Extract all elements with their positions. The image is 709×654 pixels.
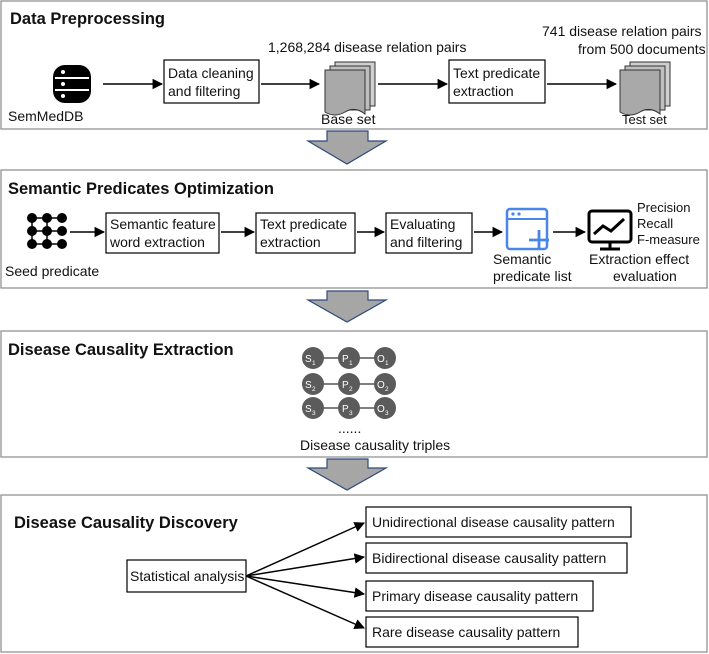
data-preprocessing-section: Data Preprocessing SemMedDB Data cleanin…	[0, 0, 708, 130]
section-title: Disease Causality Extraction	[8, 341, 234, 359]
evaluating-line2: and filtering	[390, 234, 462, 250]
object-label: O	[377, 404, 385, 415]
predicate-node	[338, 397, 360, 419]
evaluating-box	[385, 212, 473, 254]
predicate-index: 2	[349, 386, 353, 393]
predicate-list-line2: predicate list	[493, 268, 572, 284]
statistical-analysis-label: Statistical analysis	[130, 568, 244, 584]
flow-down-arrow	[305, 458, 389, 491]
statistical-analysis-box	[126, 559, 247, 593]
predicate-label: P	[342, 354, 349, 365]
text-predicate-line2: extraction	[260, 234, 321, 250]
object-node	[374, 397, 396, 419]
extraction-eval-line1: Extraction effect	[589, 251, 689, 267]
metric-f-measure: F-measure	[637, 232, 700, 247]
object-node	[374, 373, 396, 395]
text-predicate-box	[448, 59, 546, 104]
subject-index: 2	[312, 386, 316, 393]
causality-extraction-section: Disease Causality Extraction S 1 P 1 O 1…	[0, 330, 708, 458]
flow-down-arrow	[305, 130, 389, 165]
predicate-index: 1	[349, 360, 353, 367]
object-index: 3	[385, 410, 389, 417]
arrow	[245, 575, 366, 598]
causality-discovery-section: Disease Causality Discovery Statistical …	[0, 494, 708, 653]
test-set-label: Test set	[622, 112, 667, 127]
seed-network-icon	[27, 213, 67, 249]
base-set-label: Base set	[321, 111, 376, 127]
arrow	[245, 553, 366, 577]
pattern-box	[365, 542, 628, 574]
extraction-eval-line2: evaluation	[613, 268, 677, 284]
triple-row: S 1 P 1 O 1	[302, 347, 396, 369]
object-label: O	[377, 380, 385, 391]
semantic-optimization-section: Semantic Predicates Optimization Seed pr…	[0, 169, 708, 289]
metric-precision: Precision	[637, 200, 690, 215]
section-title: Data Preprocessing	[10, 10, 165, 28]
subject-index: 3	[312, 410, 316, 417]
data-cleaning-box	[163, 59, 260, 104]
text-predicate-line1: Text predicate	[260, 216, 347, 232]
relation-pairs-count: 1,268,284 disease relation pairs	[268, 39, 466, 55]
arrow	[245, 575, 365, 629]
test-pairs-line2: from 500 documents	[578, 41, 706, 57]
ellipsis: ......	[338, 420, 361, 436]
triple-row: S 3 P 3 O 3	[302, 397, 396, 419]
database-icon	[53, 65, 91, 103]
subject-index: 1	[312, 360, 316, 367]
semantic-feature-line1: Semantic feature	[110, 216, 216, 232]
predicate-node	[338, 347, 360, 369]
object-label: O	[377, 354, 385, 365]
pattern-box	[365, 506, 632, 538]
data-cleaning-line2: and filtering	[168, 83, 240, 99]
flow-down-arrow	[305, 290, 389, 323]
subject-node	[302, 373, 324, 395]
pattern-rare: Rare disease causality pattern	[372, 624, 560, 640]
arrow	[245, 522, 365, 577]
predicate-index: 3	[349, 410, 353, 417]
predicate-list-icon	[505, 207, 549, 251]
document-stack-icon	[324, 61, 376, 116]
pattern-box	[365, 616, 579, 648]
subject-node	[302, 347, 324, 369]
triples-label: Disease causality triples	[300, 437, 450, 453]
test-pairs-line1: 741 disease relation pairs	[542, 23, 702, 39]
evaluating-line1: Evaluating	[390, 216, 455, 232]
seed-predicate-label: Seed predicate	[5, 263, 99, 279]
object-index: 2	[385, 386, 389, 393]
subject-label: S	[305, 380, 312, 391]
object-index: 1	[385, 360, 389, 367]
text-predicate-box	[255, 212, 356, 254]
subject-label: S	[305, 354, 312, 365]
predicate-node	[338, 373, 360, 395]
object-node	[374, 347, 396, 369]
pattern-bidirectional: Bidirectional disease causality pattern	[372, 550, 606, 566]
section-title: Semantic Predicates Optimization	[8, 180, 274, 198]
predicate-label: P	[342, 404, 349, 415]
text-predicate-line2: extraction	[453, 83, 514, 99]
text-predicate-line1: Text predicate	[453, 65, 540, 81]
pattern-box	[365, 580, 594, 612]
predicate-label: P	[342, 380, 349, 391]
document-stack-icon	[619, 61, 671, 116]
triple-row: S 2 P 2 O 2	[302, 373, 396, 395]
section-title: Disease Causality Discovery	[14, 514, 239, 532]
data-cleaning-line1: Data cleaning	[168, 65, 254, 81]
predicate-list-line1: Semantic	[493, 251, 551, 267]
metric-recall: Recall	[637, 216, 673, 231]
subject-node	[302, 397, 324, 419]
subject-label: S	[305, 404, 312, 415]
monitor-chart-icon	[587, 209, 633, 251]
semantic-feature-box	[105, 212, 220, 254]
semantic-feature-line2: word extraction	[109, 234, 205, 250]
semmeddb-label: SemMedDB	[8, 108, 83, 124]
pattern-primary: Primary disease causality pattern	[372, 588, 578, 604]
pattern-unidirectional: Unidirectional disease causality pattern	[372, 514, 615, 530]
